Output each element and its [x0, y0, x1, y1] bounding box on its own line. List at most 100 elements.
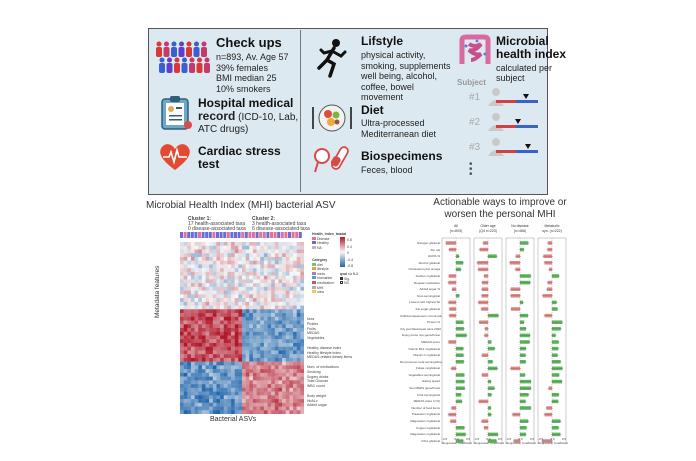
heatmap-cell [282, 286, 286, 291]
legend-health-index: Health_index_tax Disease Healthy NA [312, 232, 341, 250]
heatmap-cell [180, 354, 184, 359]
heatmap-cell [293, 376, 297, 381]
heatmap-cell [300, 399, 304, 403]
heatmap-cell [190, 350, 195, 355]
heatmap-cell [293, 402, 297, 407]
heatmap-cell [183, 253, 188, 258]
heatmap-cell [205, 342, 210, 347]
heatmap-cell [267, 335, 272, 340]
heatmap-cell [245, 376, 250, 381]
heatmap-cell [198, 320, 203, 325]
heatmap-cell [234, 395, 239, 400]
heatmap-cell [209, 402, 214, 407]
heatmap-cell [242, 290, 246, 295]
heatmap-cell [234, 283, 239, 288]
heatmap-cell [256, 384, 261, 389]
heatmap-cell [183, 256, 188, 261]
heatmap-cell [274, 279, 279, 284]
heatmap-cell [212, 313, 217, 317]
heatmap-cell [180, 350, 184, 355]
heatmap-cell [231, 354, 235, 359]
heatmap-cell [209, 384, 214, 389]
forest-axis-label: Regression Coefficient [538, 441, 569, 445]
heatmap-cell [231, 406, 235, 411]
heatmap-cell [216, 271, 221, 276]
heatmap-cell [231, 294, 235, 299]
heatmap-cell [212, 245, 217, 250]
heatmap-cell [194, 245, 199, 250]
heatmap-cell [201, 260, 206, 265]
heatmap-cell [231, 313, 235, 317]
heatmap-cell [278, 399, 283, 403]
heatmap-cell [183, 399, 188, 403]
heatmap-cell [220, 305, 224, 310]
heatmap-cell [234, 256, 239, 261]
heatmap-cell [256, 264, 261, 269]
heatmap-cell [289, 279, 294, 284]
heatmap-cell [242, 387, 246, 392]
heatmap-cell [274, 242, 279, 246]
heatmap-cell [278, 402, 283, 407]
heatmap-cell [234, 410, 239, 414]
heatmap-cell [194, 316, 199, 321]
heatmap-cell [223, 264, 228, 269]
heatmap-cell [249, 331, 254, 336]
heatmap-cell [227, 391, 232, 396]
heatmap-cell [285, 328, 290, 332]
taxa-annotation-cell [237, 232, 241, 238]
heatmap-cell [238, 279, 243, 284]
legend-scale-tick: 0.8 [347, 238, 352, 242]
heatmap-cell [190, 305, 195, 310]
heatmap-cell [242, 350, 246, 355]
heatmap-cell [231, 320, 235, 325]
heatmap-cell [227, 283, 232, 288]
heatmap-cell [267, 245, 272, 250]
heatmap-cell [231, 275, 235, 280]
heatmap-cell [249, 305, 254, 310]
heatmap-cell [242, 242, 246, 246]
heatmap-cell [180, 256, 184, 261]
heatmap-cell [187, 313, 192, 317]
heatmap-cell [238, 301, 243, 306]
heatmap-cell [231, 264, 235, 269]
heatmap-cell [260, 264, 265, 269]
heatmap-cell [285, 365, 290, 370]
heatmap-cell [278, 253, 283, 258]
heatmap-cell [245, 380, 250, 385]
heatmap-cell [285, 395, 290, 400]
heatmap-cell [278, 361, 283, 366]
heatmap-row-label: Healthy lifestyle index [307, 350, 341, 355]
forest-row-label: Folate mcg/kilocal [415, 366, 440, 371]
legend-item: Sig. [340, 276, 358, 282]
heatmap-cell [256, 376, 261, 381]
heatmap-cell [216, 309, 221, 314]
heatmap-cell [267, 290, 272, 295]
heatmap-cell [245, 283, 250, 288]
heatmap-cell [198, 350, 203, 355]
heatmap-row-label: Healthy disease index [307, 345, 342, 350]
heatmap-cell [180, 275, 184, 280]
mhi-block: Microbial health index calculated per su… [496, 35, 566, 84]
heatmap-cell [190, 339, 195, 344]
heatmap-cell [234, 339, 239, 344]
heatmap-cell [267, 309, 272, 314]
heatmap-cell [293, 301, 297, 306]
lifestyle-details: physical activity, smoking, supplements … [361, 50, 451, 103]
heatmap-cell [245, 253, 250, 258]
heatmap-cell [180, 395, 184, 400]
heatmap-cell [296, 283, 301, 288]
heatmap-cell [271, 320, 276, 325]
heatmap-cell [234, 365, 239, 370]
heatmap-cell [300, 350, 304, 355]
heatmap-cell [263, 354, 268, 359]
heatmap-cell [187, 298, 192, 303]
heatmap-cell [234, 271, 239, 276]
person-body [201, 47, 207, 57]
heatmap-cell [227, 376, 232, 381]
heatmap-cell [180, 279, 184, 284]
heatmap-cell [223, 320, 228, 325]
heatmap-cell [227, 350, 232, 355]
heatmap-cell [282, 346, 286, 351]
heatmap-cell [285, 275, 290, 280]
heatmap-cell [267, 328, 272, 332]
